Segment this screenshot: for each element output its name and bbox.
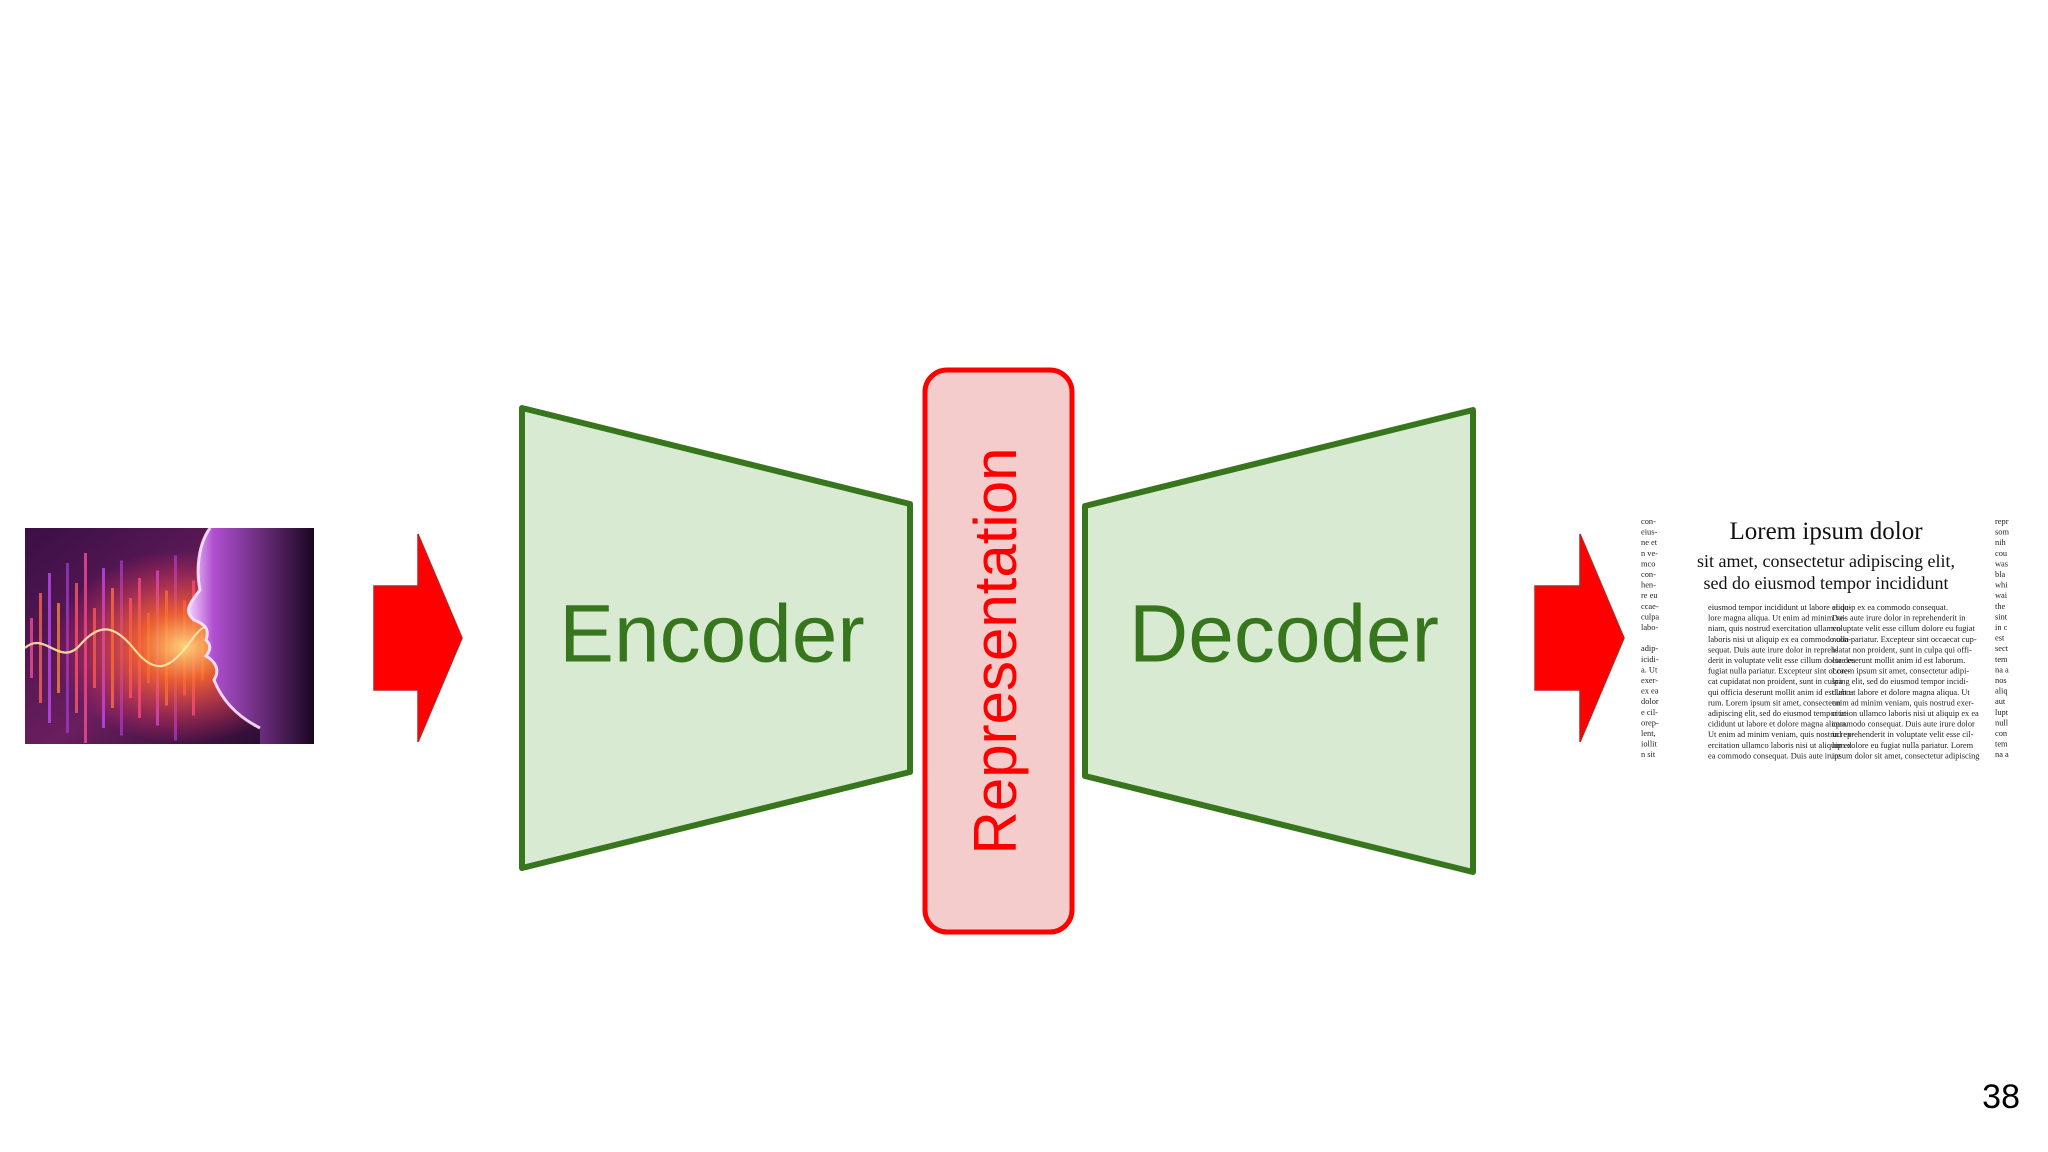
doc-text-line: n sit	[1641, 750, 1656, 759]
doc-text-line: adipiscing elit, sed do eiusmod tempor i…	[1708, 709, 1849, 718]
doc-text-line: idatat non proident, sunt in culpa qui o…	[1832, 645, 1972, 654]
arrow-input-to-encoder	[373, 533, 463, 743]
doc-text-line: laboris nisi ut aliquip ex ea commodo co…	[1708, 635, 1851, 644]
doc-text-line: con-	[1641, 570, 1656, 579]
doc-text-line: eius-	[1641, 528, 1657, 537]
face-rim-light	[186, 527, 261, 730]
doc-text-line: ne et	[1641, 538, 1658, 547]
doc-text-line: qui officia deserunt mollit anim id est …	[1708, 688, 1853, 697]
input-image	[24, 527, 314, 744]
doc-text-line: ccae-	[1641, 602, 1659, 611]
doc-text-line: in reprehenderit in voluptate velit esse…	[1832, 730, 1974, 739]
representation-block	[922, 367, 1075, 935]
doc-text-line: sequat. Duis aute irure dolor in repreh-	[1708, 645, 1838, 654]
doc-left-fragments: con-eius-ne et n ve-mco con-hen-re eu ccae-…	[1641, 517, 1659, 759]
doc-text-line: cat cupidatat non proident, sunt in culp…	[1708, 677, 1842, 686]
doc-text-line: exer-	[1641, 676, 1658, 685]
doc-text-line: eiusmod tempor incididunt ut labore et d…	[1708, 603, 1851, 612]
doc-text-line: in c	[1995, 623, 2008, 632]
doc-text-line: dunt ut labore et dolore magna aliqua. U…	[1832, 688, 1970, 697]
doc-text-line: voluptate velit esse cillum dolore eu fu…	[1832, 624, 1975, 633]
doc-text-line: the	[1995, 602, 2006, 611]
doc-text-line: sint	[1995, 612, 2008, 621]
doc-text-line: icidi-	[1641, 655, 1659, 664]
doc-text-line: aut	[1995, 697, 2006, 706]
doc-text-line: adip-	[1641, 644, 1658, 653]
encoder-label: Encoder	[559, 589, 864, 680]
doc-text-line: nih	[1995, 538, 2007, 547]
doc-text-line: mco	[1641, 559, 1655, 568]
doc-text-line: iollit	[1641, 740, 1657, 749]
doc-text-line: sect	[1995, 644, 2009, 653]
representation-label: Representation	[962, 448, 1029, 855]
doc-text-line: Ut enim ad minim veniam, quis nostrud ex…	[1708, 730, 1854, 739]
doc-text-line: Duis aute irure dolor in reprehenderit i…	[1832, 614, 1966, 623]
doc-text-line: ipsum dolor sit amet, consectetur adipis…	[1832, 751, 1980, 760]
doc-text-line: orep-	[1641, 718, 1659, 727]
doc-text-line: enim ad minim veniam, quis nostrud exer-	[1832, 698, 1974, 707]
doc-text-line: niam, quis nostrud exercitation ullamco	[1708, 624, 1841, 633]
doc-text-line: na a	[1995, 750, 2009, 759]
doc-text-line: est	[1995, 634, 2005, 643]
doc-text-line: repr	[1995, 517, 2009, 526]
arrow-decoder-to-output	[1534, 533, 1625, 743]
wave-line	[24, 625, 223, 668]
output-document: Lorem ipsum dolor sit amet, consectetur …	[1638, 514, 2010, 764]
doc-title: Lorem ipsum dolor	[1729, 518, 1923, 545]
encoder-block	[519, 405, 913, 871]
doc-text-line: na a	[1995, 665, 2009, 674]
decoder-block	[1082, 407, 1476, 875]
doc-text-line: labo-	[1641, 623, 1658, 632]
doc-subtitle-2: sed do eiusmod tempor incididunt	[1704, 573, 1949, 593]
doc-text-line: whi	[1995, 581, 2008, 590]
doc-column-1: eiusmod tempor incididunt ut labore et d…	[1708, 603, 1856, 760]
doc-text-line: tem	[1995, 655, 2008, 664]
doc-text-line: con	[1995, 729, 2008, 738]
doc-text-line: null	[1995, 718, 2009, 727]
doc-text-line: ex ea	[1641, 687, 1659, 696]
doc-text-line: hen-	[1641, 581, 1656, 590]
doc-text-line: fugiat nulla pariatur. Excepteur sint oc…	[1708, 667, 1851, 676]
doc-text-line: wai	[1995, 591, 2008, 600]
doc-text-line: commodo consequat. Duis aute irure dolor	[1832, 720, 1975, 729]
doc-text-line: con-	[1641, 517, 1656, 526]
doc-text-line: cou	[1995, 549, 2008, 558]
doc-text-line: cididunt ut labore et dolore magna aliqu…	[1708, 720, 1848, 729]
doc-text-line: e cil-	[1641, 708, 1658, 717]
doc-text-line: ercitation ullamco laboris nisi ut aliqu…	[1708, 741, 1853, 750]
doc-text-line: aliquip ex ea commodo consequat.	[1832, 603, 1948, 612]
doc-text-line: citation ullamco laboris nisi ut aliquip…	[1832, 709, 1979, 718]
doc-text-line: Lorem ipsum sit amet, consectetur adipi-	[1832, 667, 1969, 676]
doc-text-line: lore magna aliqua. Ut enim ad minim ve-	[1708, 614, 1846, 623]
doc-subtitle-1: sit amet, consectetur adipiscing elit,	[1697, 551, 1955, 571]
decoder-label: Decoder	[1129, 589, 1439, 680]
doc-text-line: lum dolore eu fugiat nulla pariatur. Lor…	[1832, 741, 1974, 750]
doc-text-line: a. Ut	[1641, 665, 1658, 674]
doc-text-line: re eu	[1641, 591, 1658, 600]
doc-text-line: nulla pariatur. Excepteur sint occaecat …	[1832, 635, 1977, 644]
doc-text-line: bla	[1995, 570, 2006, 579]
doc-text-line: aliq	[1995, 687, 2008, 696]
doc-column-2: aliquip ex ea commodo consequat. Duis aut…	[1832, 603, 1980, 760]
doc-text-line: dolor	[1641, 697, 1659, 706]
page-number: 38	[1982, 1078, 2020, 1116]
doc-text-line: som	[1995, 528, 2009, 537]
doc-text-line: lupt	[1995, 708, 2009, 717]
doc-text-line: n ve-	[1641, 549, 1658, 558]
doc-text-line: tem	[1995, 740, 2008, 749]
doc-text-line: rum. Lorem ipsum sit amet, consectetur	[1708, 698, 1841, 707]
doc-text-line: culpa	[1641, 612, 1659, 621]
doc-text-line: cia deserunt mollit anim id est laborum.	[1832, 656, 1965, 665]
doc-text-line: was	[1995, 559, 2008, 568]
doc-text-line: lent,	[1641, 729, 1656, 738]
doc-text-line: derit in voluptate velit esse cillum dol…	[1708, 656, 1856, 665]
doc-text-line: ea commodo consequat. Duis aute irure	[1708, 751, 1841, 760]
doc-text-line: nos	[1995, 676, 2007, 685]
doc-text-line: scing elit, sed do eiusmod tempor incidi…	[1832, 677, 1969, 686]
